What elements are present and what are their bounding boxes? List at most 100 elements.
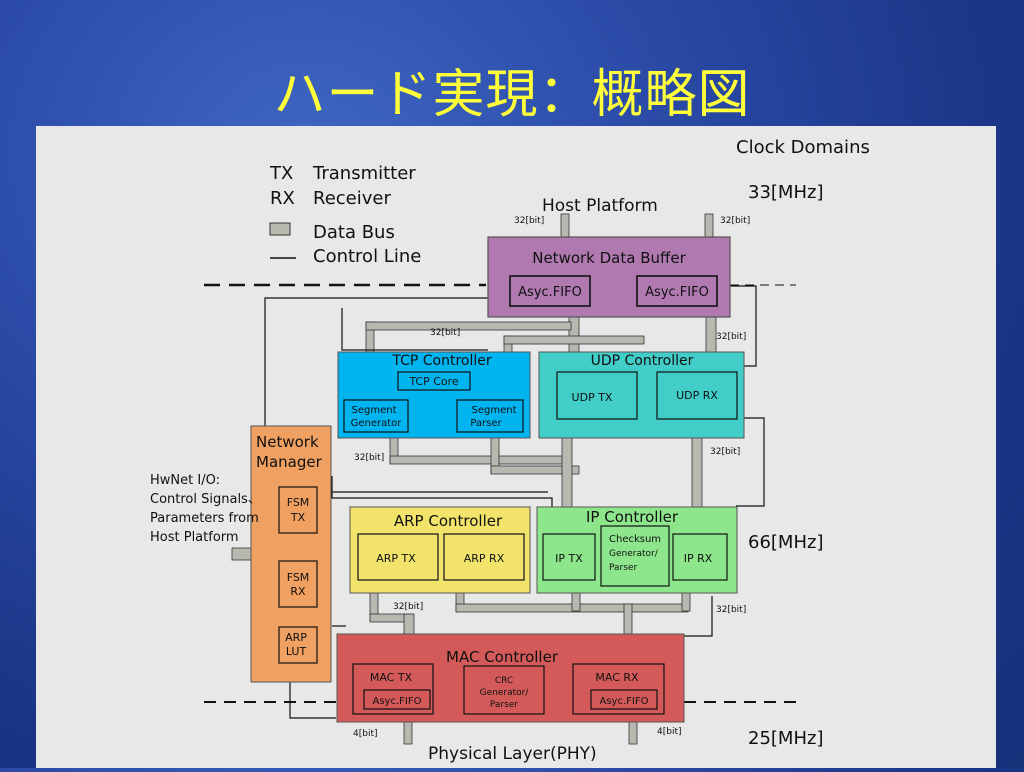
ctrl-nm-tcp — [341, 308, 488, 351]
arp-tx-label: ARP TX — [376, 552, 416, 565]
legend-rx-abbr: RX — [270, 188, 295, 209]
bit-label-phy-right: 4[bit] — [657, 727, 682, 737]
ip-tx-label: IP TX — [555, 552, 583, 565]
bus-tcp-ndb — [365, 321, 572, 331]
nm-title-line2: Manager — [256, 453, 323, 471]
arp-title: ARP Controller — [394, 512, 503, 530]
mac-tx-fifo-label: Asyc.FIFO — [373, 696, 422, 707]
bus-segparser-ip — [490, 465, 580, 475]
seg-gen-line1: Segment — [352, 405, 397, 416]
seg-par-line2: Parser — [470, 418, 502, 429]
arp-lut-line2: LUT — [286, 645, 307, 658]
fsm-tx-line1: FSM — [287, 496, 310, 509]
legend-rx-text: Receiver — [313, 188, 391, 209]
udp-rx-box — [656, 371, 738, 420]
bus-host-right — [704, 213, 714, 239]
fsm-tx-box — [278, 486, 318, 534]
mac-rx-fifo-label: Asyc.FIFO — [600, 696, 649, 707]
crc-box — [463, 665, 545, 715]
crc-line3: Parser — [490, 700, 518, 710]
hwnet-line2: Control Signals、 — [150, 492, 261, 507]
ndb-fifo-left-label: Asyc.FIFO — [518, 285, 582, 300]
legend-data-bus: Data Bus — [313, 222, 395, 243]
bit-label-host-left: 32[bit] — [514, 216, 544, 226]
ndb-fifo-right-label: Asyc.FIFO — [645, 285, 709, 300]
mac-title: MAC Controller — [446, 648, 559, 666]
bit-label-host-right: 32[bit] — [720, 216, 750, 226]
tcp-controller: TCP Controller TCP Core Segment Generato… — [337, 351, 531, 439]
clock-66mhz: 66[MHz] — [748, 532, 823, 553]
ip-title: IP Controller — [586, 508, 679, 526]
tcp-core-box — [397, 371, 471, 391]
crc-line1: CRC — [495, 676, 513, 686]
legend-tx-abbr: TX — [269, 163, 293, 184]
clock-25mhz: 25[MHz] — [748, 728, 823, 749]
network-manager: Network Manager FSM TX FSM RX ARP LUT — [250, 425, 332, 683]
fsm-rx-box — [278, 560, 318, 608]
crc-line2: Generator/ — [480, 688, 530, 698]
fsm-tx-line2: TX — [290, 511, 306, 524]
clock-33mhz: 33[MHz] — [748, 182, 823, 203]
bit-label-udp-ndb: 32[bit] — [716, 332, 746, 342]
physical-layer-label: Physical Layer(PHY) — [428, 744, 597, 764]
checksum-line1: Checksum — [609, 534, 661, 545]
legend-tx-text: Transmitter — [312, 163, 416, 184]
checksum-line3: Parser — [609, 563, 637, 573]
checksum-box — [600, 525, 670, 587]
ip-rx-label: IP RX — [684, 552, 713, 565]
udp-tx-box — [556, 371, 638, 420]
mac-rx-fifo-box — [590, 689, 658, 710]
hwnet-line3: Parameters from — [150, 511, 259, 526]
ctrl-ndb-udp — [730, 285, 757, 367]
arp-controller: ARP Controller ARP TX ARP RX — [349, 506, 531, 594]
bit-label-tcp-ndb: 32[bit] — [430, 328, 460, 338]
udp-title: UDP Controller — [591, 353, 694, 369]
tcp-core-label: TCP Core — [408, 375, 459, 388]
seg-par-line1: Segment — [472, 405, 517, 416]
bit-label-phy-left: 4[bit] — [353, 729, 378, 739]
bit-label-ip-mac: 32[bit] — [716, 605, 746, 615]
nm-title-line1: Network — [256, 433, 319, 451]
ndb-fifo-right — [636, 275, 718, 307]
arp-rx-label: ARP RX — [464, 552, 505, 565]
udp-rx-label: UDP RX — [676, 389, 718, 402]
arp-lut-box — [278, 626, 318, 664]
ctrl-nm-ndb — [264, 297, 488, 426]
network-data-buffer: Network Data Buffer Asyc.FIFO Asyc.FIFO — [487, 236, 731, 318]
ctrl-ip-mac — [684, 596, 713, 637]
segment-generator-box — [343, 399, 409, 433]
fsm-rx-line2: RX — [290, 585, 306, 598]
udp-controller: UDP Controller UDP TX UDP RX — [538, 351, 745, 439]
bit-label-udp-ip: 32[bit] — [710, 447, 740, 457]
legend-control-line: Control Line — [313, 246, 421, 267]
clock-domains-heading: Clock Domains — [736, 137, 870, 158]
arp-tx-box — [357, 533, 439, 581]
ip-tx-box — [542, 533, 596, 581]
bus-hwnet-io — [231, 547, 253, 561]
bus-host-left — [560, 213, 570, 239]
bus-segparser-ndb — [503, 335, 645, 345]
ndb-title: Network Data Buffer — [532, 249, 686, 267]
hwnet-line4: Host Platform — [150, 530, 239, 545]
fsm-rx-line1: FSM — [287, 571, 310, 584]
ctrl-udp-ip — [736, 417, 765, 507]
bit-label-arp-mac: 32[bit] — [393, 602, 423, 612]
arp-lut-line1: ARP — [285, 631, 307, 644]
arp-rx-box — [443, 533, 525, 581]
segment-parser-box — [456, 399, 524, 433]
udp-tx-label: UDP TX — [572, 391, 613, 404]
bus-seggen-ip — [389, 455, 567, 465]
bit-label-tcp-ip: 32[bit] — [354, 453, 384, 463]
mac-rx-label: MAC RX — [595, 671, 639, 684]
block-diagram: TX Transmitter RX Receiver Data Bus Cont… — [150, 137, 870, 764]
diagram-panel: TX Transmitter RX Receiver Data Bus Cont… — [36, 126, 996, 768]
legend: TX Transmitter RX Receiver Data Bus Cont… — [269, 163, 421, 267]
ctrl-nm-phy — [289, 682, 336, 719]
ctrl-nm-arp-ip — [331, 476, 553, 508]
hwnet-io-label: HwNet I/O: Control Signals、 Parameters f… — [150, 473, 261, 545]
data-bus-legend-swatch — [269, 222, 291, 236]
slide-title: ハード実現：概略図 — [273, 65, 751, 125]
ip-rx-box — [672, 533, 728, 581]
ip-controller: IP Controller IP TX Checksum Generator/ … — [536, 506, 738, 594]
hwnet-line1: HwNet I/O: — [150, 473, 220, 488]
